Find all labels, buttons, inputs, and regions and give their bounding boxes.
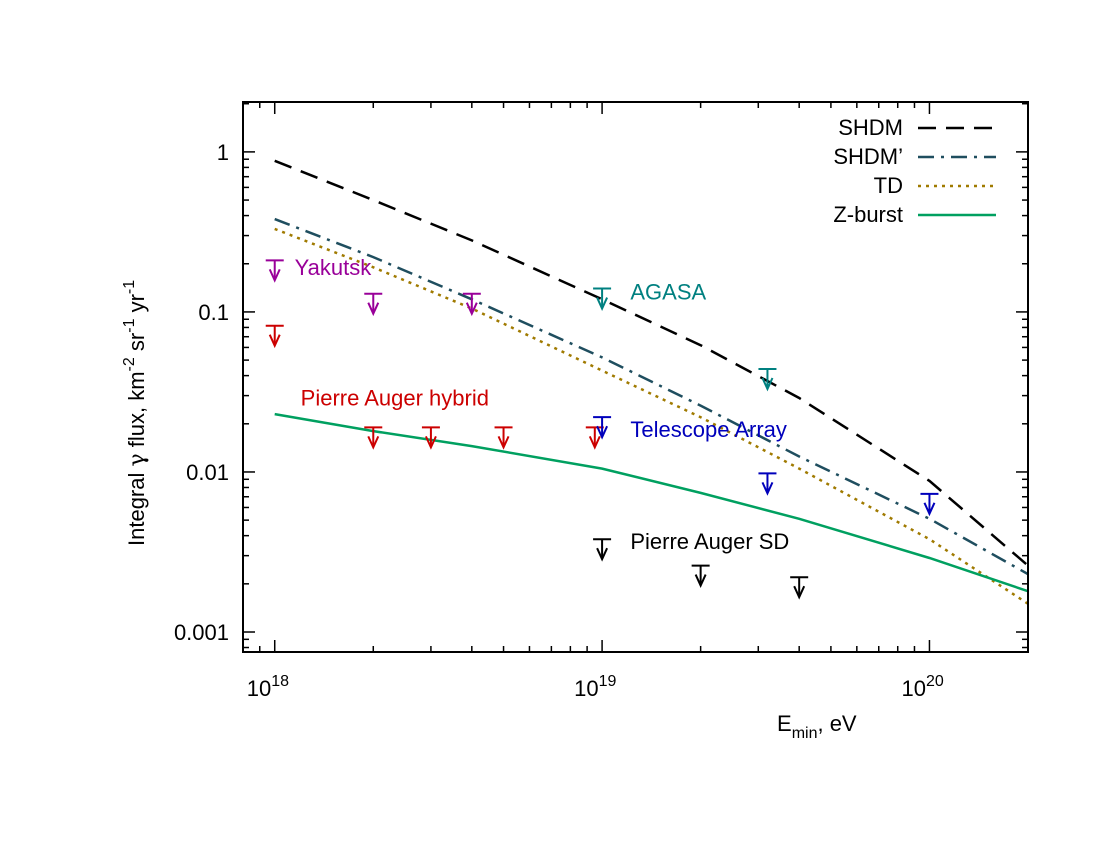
upper-limit-pierre-auger-hybrid <box>265 324 284 349</box>
legend-label: SHDM <box>838 115 903 140</box>
limit-arrow <box>596 547 608 562</box>
limit-arrow <box>761 481 774 496</box>
upper-limit-telescope-array <box>758 472 777 496</box>
limit-arrow <box>793 585 806 600</box>
upper-limit-agasa <box>758 367 777 392</box>
limit-arrow <box>425 435 437 450</box>
limit-arrow <box>465 302 478 317</box>
annotation-telescope-array: Telescope Array <box>630 417 787 442</box>
legend-label: SHDM’ <box>833 144 903 169</box>
limit-arrow <box>596 297 608 311</box>
upper-limit-telescope-array <box>920 492 939 517</box>
model-curves <box>274 159 1029 605</box>
y-tick-label: 0.1 <box>198 300 229 325</box>
upper-limit-pierre-auger-sd <box>691 564 710 589</box>
upper-limit-pierre-auger-hybrid <box>494 426 513 450</box>
limit-arrow <box>694 574 707 589</box>
x-tick-label: 1020 <box>901 673 943 701</box>
x-tick-label: 1019 <box>574 673 616 701</box>
upper-limit-yakutsk <box>265 259 284 283</box>
upper-limit-pierre-auger-hybrid <box>585 426 604 450</box>
y-tick-label: 0.001 <box>174 620 229 645</box>
limit-arrow <box>596 425 608 440</box>
series-shdm- <box>274 217 1029 576</box>
legend: SHDM SHDM’ TD Z-burst <box>833 115 996 227</box>
upper-limit-pierre-auger-sd <box>790 576 809 600</box>
annotation-pierre-auger-sd: Pierre Auger SD <box>630 529 789 554</box>
upper-limit-yakutsk <box>462 292 481 317</box>
limit-arrow <box>923 502 936 517</box>
series-z-burst <box>274 412 1029 593</box>
annotation-pierre-auger-hybrid: Pierre Auger hybrid <box>301 386 489 411</box>
annotation-yakutsk: Yakutsk <box>295 255 373 280</box>
series-shdm <box>274 159 1029 567</box>
plot-frame <box>242 101 1029 653</box>
y-tick-label: 0.01 <box>186 460 229 485</box>
upper-limit-markers <box>265 259 939 600</box>
limit-arrow <box>588 435 601 450</box>
limit-arrow <box>761 377 774 392</box>
x-axis-label: Emin, eV <box>777 711 857 742</box>
x-tick-label: 1018 <box>247 673 289 701</box>
y-axis-label: Integral γ flux, km-2 sr-1 yr-1 <box>121 280 150 546</box>
limit-arrow <box>367 302 380 317</box>
upper-limit-pierre-auger-hybrid <box>364 426 383 450</box>
legend-label: Z-burst <box>833 202 903 227</box>
legend-label: TD <box>874 173 903 198</box>
y-tick-label: 1 <box>217 140 229 165</box>
upper-limit-pierre-auger-hybrid <box>421 426 440 450</box>
limit-arrow <box>497 435 510 450</box>
upper-limit-yakutsk <box>364 292 383 317</box>
upper-limit-pierre-auger-sd <box>593 538 612 562</box>
upper-limit-agasa <box>593 287 612 311</box>
annotation-agasa: AGASA <box>630 279 706 304</box>
limit-arrow <box>268 334 281 349</box>
limit-arrow <box>367 435 380 450</box>
upper-limit-telescope-array <box>593 416 612 440</box>
limit-arrow <box>268 268 281 283</box>
